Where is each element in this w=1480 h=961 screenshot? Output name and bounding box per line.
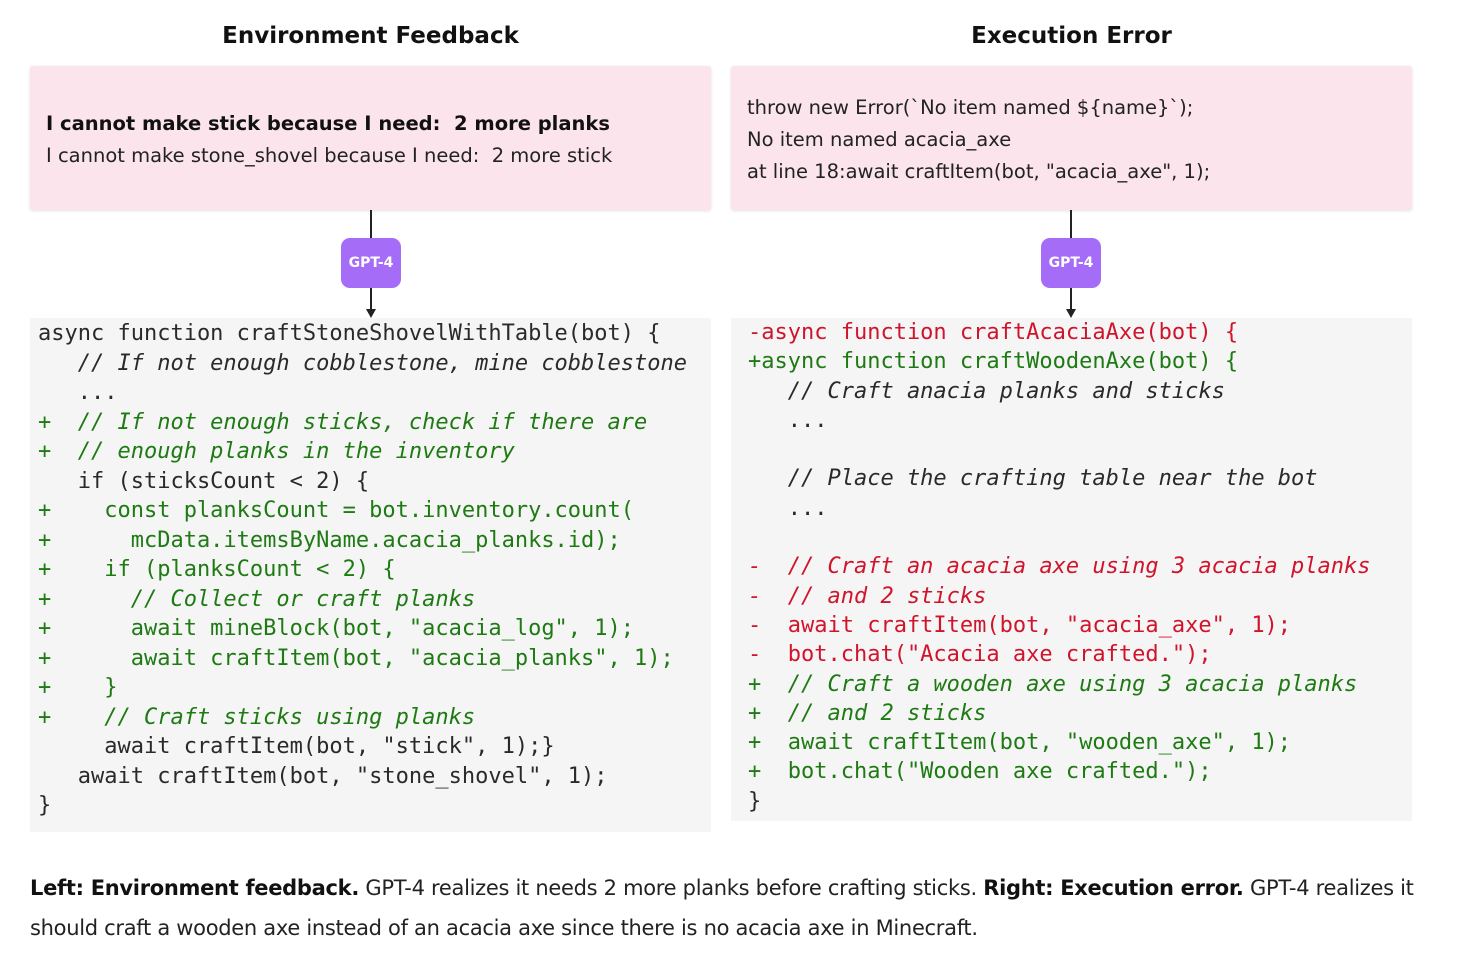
code-line-added: + await craftItem(bot, "acacia_planks", …	[38, 645, 674, 671]
code-line: // Place the crafting table near the bot	[748, 466, 1318, 492]
left-column-title: Environment Feedback	[222, 23, 519, 49]
code-line-added: + // Craft a wooden axe using 3 acacia p…	[748, 671, 1358, 697]
code-line-added: + bot.chat("Wooden axe crafted.");	[748, 759, 1212, 785]
code-line-removed: - bot.chat("Acacia axe crafted.");	[748, 642, 1212, 668]
code-line: await craftItem(bot, "stick", 1);}	[38, 734, 555, 759]
code-line-added: +async function craftWoodenAxe(bot) {	[748, 349, 1239, 375]
feedback-line: I cannot make stone_shovel because I nee…	[46, 144, 613, 167]
left-arrow-head-icon	[366, 309, 376, 318]
right-gpt4-badge: GPT-4	[1041, 238, 1101, 288]
code-line-added: + mcData.itemsByName.acacia_planks.id);	[38, 527, 621, 553]
code-line-removed: - // Craft an acacia axe using 3 acacia …	[748, 554, 1371, 580]
code-line-removed: -async function craftAcaciaAxe(bot) {	[748, 320, 1239, 345]
feedback-line: No item named acacia_axe	[747, 128, 1012, 151]
left-arrow-bottom	[370, 288, 372, 309]
feedback-line: throw new Error(`No item named ${name}`)…	[747, 96, 1194, 119]
code-line: await craftItem(bot, "stone_shovel", 1);	[38, 763, 608, 789]
code-line: ...	[748, 495, 828, 521]
figure-caption: Left: Environment feedback. GPT-4 realiz…	[30, 868, 1450, 948]
left-gpt4-badge: GPT-4	[341, 238, 401, 288]
code-line	[731, 435, 1412, 464]
caption-right-text: GPT-4 realizes it should craft a wooden …	[30, 876, 1414, 940]
code-line-added: + await mineBlock(bot, "acacia_log", 1);	[38, 616, 635, 641]
caption-right-label: Right: Execution error.	[983, 876, 1244, 900]
left-arrow-top	[370, 210, 372, 238]
code-line: }	[748, 788, 762, 814]
code-line	[731, 523, 1412, 552]
code-line-added: + // If not enough sticks, check if ther…	[38, 409, 648, 435]
code-line: async function craftStoneShovelWithTable…	[38, 321, 661, 346]
environment-feedback-box: I cannot make stick because I need: 2 mo…	[30, 66, 711, 210]
code-line-added: + // enough planks in the inventory	[38, 439, 515, 464]
right-arrow-bottom	[1070, 288, 1072, 309]
caption-left-label: Left: Environment feedback.	[30, 876, 359, 900]
code-line-removed: - // and 2 sticks	[748, 583, 987, 609]
feedback-line: at line 18:await craftItem(bot, "acacia_…	[747, 160, 1211, 183]
right-arrow-top	[1070, 210, 1072, 238]
code-line: // If not enough cobblestone, mine cobbl…	[38, 350, 688, 376]
code-line-added: + // Collect or craft planks	[38, 586, 476, 612]
execution-error-box: throw new Error(`No item named ${name}`)…	[731, 66, 1412, 210]
code-line-added: + await craftItem(bot, "wooden_axe", 1);	[748, 730, 1292, 756]
code-line: if (sticksCount < 2) {	[38, 468, 370, 494]
code-line: ...	[38, 380, 118, 405]
right-code-diff-block: -async function craftAcaciaAxe(bot) { +as…	[731, 318, 1412, 821]
code-line: // Craft anacia planks and sticks	[748, 378, 1225, 404]
feedback-line: I cannot make stick because I need: 2 mo…	[46, 112, 610, 135]
code-line: ...	[748, 407, 828, 433]
code-line-added: + const planksCount = bot.inventory.coun…	[38, 498, 635, 523]
right-arrow-head-icon	[1066, 309, 1076, 318]
code-line-removed: - await craftItem(bot, "acacia_axe", 1);	[748, 612, 1292, 638]
code-line: }	[38, 793, 52, 818]
left-code-block: async function craftStoneShovelWithTable…	[30, 318, 711, 832]
code-line-added: + }	[38, 675, 118, 700]
caption-left-text: GPT-4 realizes it needs 2 more planks be…	[359, 876, 984, 900]
code-line-added: + // and 2 sticks	[748, 700, 987, 726]
code-line-added: + if (planksCount < 2) {	[38, 557, 396, 582]
right-column-title: Execution Error	[971, 23, 1172, 49]
code-line-added: + // Craft sticks using planks	[38, 704, 476, 730]
